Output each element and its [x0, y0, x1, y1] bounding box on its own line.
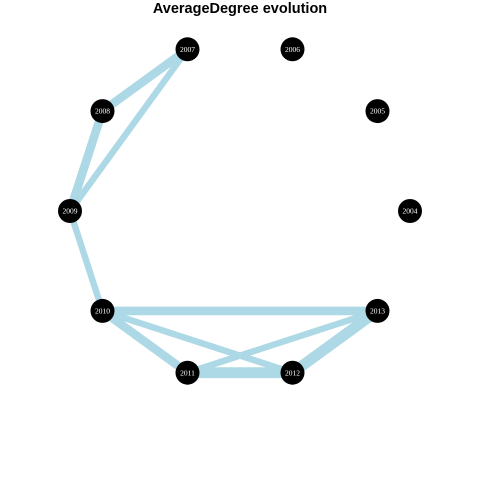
node-label: 2011	[180, 368, 195, 377]
node-label: 2009	[63, 207, 78, 216]
node-label: 2008	[95, 107, 110, 116]
node-label: 2006	[285, 45, 300, 54]
node-2008: 2008	[90, 99, 115, 124]
edge-2007-2008	[99, 45, 191, 115]
graph-title: AverageDegree evolution	[153, 1, 327, 17]
edge-2008-2009	[65, 109, 107, 213]
node-circle	[365, 298, 390, 323]
edge-2012-2013	[289, 306, 381, 378]
node-2005: 2005	[365, 99, 390, 124]
node-2007: 2007	[175, 37, 200, 62]
node-circle	[280, 360, 305, 385]
node-circle	[90, 99, 115, 124]
node-label: 2005	[370, 107, 385, 116]
node-2006: 2006	[280, 37, 305, 62]
node-label: 2012	[285, 368, 300, 377]
edges-layer	[65, 45, 381, 379]
node-2009: 2009	[58, 199, 82, 223]
node-circle	[175, 360, 200, 385]
nodes-layer: 2004 2005 2006 2007 2008 2009 2010 2011 2012 2013	[58, 37, 422, 385]
node-circle	[365, 99, 390, 124]
node-circle	[90, 298, 115, 323]
edge-2007-2009	[67, 47, 191, 213]
node-circle	[58, 199, 82, 223]
edge-2011-2013	[186, 307, 379, 376]
edge-2010-2011	[99, 307, 191, 377]
node-circle	[398, 199, 422, 223]
node-2011: 2011	[175, 360, 200, 385]
node-2012: 2012	[280, 360, 305, 385]
node-label: 2013	[370, 307, 385, 316]
node-2013: 2013	[365, 298, 390, 323]
node-circle	[280, 37, 305, 62]
edge-2009-2010	[66, 210, 106, 312]
node-label: 2010	[95, 307, 110, 316]
node-label: 2007	[180, 45, 195, 54]
node-circle	[175, 37, 200, 62]
node-2010: 2010	[90, 298, 115, 323]
edge-2010-2012	[101, 307, 294, 376]
node-label: 2004	[403, 207, 418, 216]
node-2004: 2004	[398, 199, 422, 223]
